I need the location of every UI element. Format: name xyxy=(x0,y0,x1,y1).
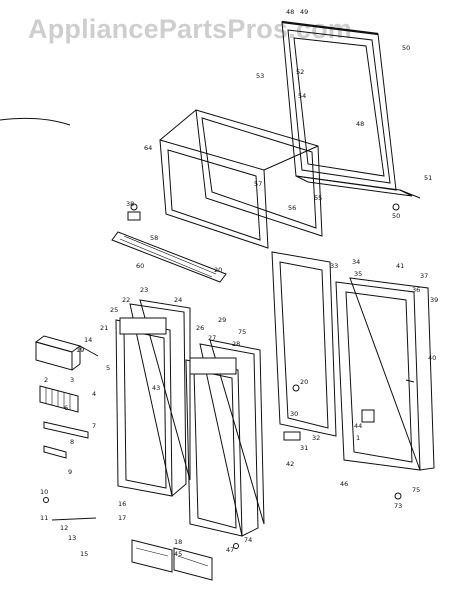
callout: 35 xyxy=(354,270,362,278)
clip-38 xyxy=(127,203,141,221)
callout: 13 xyxy=(68,534,76,542)
callout: 18 xyxy=(174,538,182,546)
small-tray xyxy=(43,445,67,459)
callout: 49 xyxy=(300,8,308,16)
watermark: AppliancePartsPros.com xyxy=(28,14,353,44)
callout: 75 xyxy=(412,486,420,494)
callout: 20 xyxy=(300,378,308,386)
left-freezer-door xyxy=(115,299,191,497)
callout: 37 xyxy=(420,272,428,280)
callout: 23 xyxy=(140,286,148,294)
callout: 17 xyxy=(118,514,126,522)
callout: 31 xyxy=(300,444,308,452)
callout: 22 xyxy=(122,296,130,304)
callout: 53 xyxy=(256,72,264,80)
callout: 5 xyxy=(106,364,110,372)
shelf-rail xyxy=(43,421,89,439)
callout: 29 xyxy=(218,316,226,324)
callout: 12 xyxy=(60,524,68,532)
callout: 39 xyxy=(430,296,438,304)
callout: 64 xyxy=(144,144,152,152)
callout: 36 xyxy=(412,286,420,294)
callout: 32 xyxy=(312,434,320,442)
callout: 43 xyxy=(152,384,160,392)
callout: 27 xyxy=(208,334,216,342)
callout: 2 xyxy=(44,376,48,384)
door-bin-top xyxy=(34,335,82,371)
callout: 19 xyxy=(76,346,84,354)
callout: 14 xyxy=(84,336,92,344)
callout: 15 xyxy=(80,550,88,558)
callout: 45 xyxy=(174,550,182,558)
callout: 54 xyxy=(298,92,306,100)
callout: 55 xyxy=(314,194,322,202)
callout: 25 xyxy=(110,306,118,314)
callout: 42 xyxy=(286,460,294,468)
callout: 4 xyxy=(92,390,96,398)
callout: 57 xyxy=(254,180,262,188)
right-door-panel xyxy=(271,251,337,437)
callout: 30 xyxy=(290,410,298,418)
callout: 26 xyxy=(196,324,204,332)
callout: 8 xyxy=(70,438,74,446)
callout: 28 xyxy=(232,340,240,348)
callout: 74 xyxy=(244,536,252,544)
callout: 3 xyxy=(70,376,74,384)
callout: 51 xyxy=(424,174,432,182)
callout: 24 xyxy=(174,296,182,304)
right-door-outer xyxy=(335,277,435,471)
callout: 1 xyxy=(356,434,360,442)
top-door-frame xyxy=(281,20,421,199)
callout: 44 xyxy=(354,422,362,430)
middle-freezer-door xyxy=(185,339,265,537)
callout: 10 xyxy=(40,488,48,496)
callout: 60 xyxy=(136,262,144,270)
callout: 34 xyxy=(352,258,360,266)
callout: 41 xyxy=(396,262,404,270)
callout: 7 xyxy=(92,422,96,430)
callout: 9 xyxy=(68,468,72,476)
callout: 20 xyxy=(214,266,222,274)
callout: 21 xyxy=(100,324,108,332)
corner-line xyxy=(0,117,71,126)
kick-plate-right xyxy=(173,547,213,581)
callout-labels: 48 49 50 53 52 54 48 51 50 64 57 55 56 5… xyxy=(40,8,438,558)
door-bin-basket xyxy=(39,385,79,413)
callout: 73 xyxy=(394,502,402,510)
callout: 46 xyxy=(340,480,348,488)
callout: 33 xyxy=(330,262,338,270)
callout: 16 xyxy=(118,500,126,508)
breaker-strip xyxy=(111,231,227,283)
kick-plate-left xyxy=(131,539,173,573)
callout: 50 xyxy=(392,212,400,220)
callout: 48 xyxy=(286,8,294,16)
callout: 75 xyxy=(238,328,246,336)
callout: 47 xyxy=(226,546,234,554)
middle-frame xyxy=(159,109,323,249)
callout: 58 xyxy=(150,234,158,242)
hardware xyxy=(43,203,402,549)
callout: 50 xyxy=(402,44,410,52)
callout: 11 xyxy=(40,514,48,522)
callout: 38 xyxy=(126,200,134,208)
callout: 52 xyxy=(296,68,304,76)
callout: 48 xyxy=(356,120,364,128)
callout: 56 xyxy=(288,204,296,212)
callout: 6 xyxy=(64,404,68,412)
callout: 40 xyxy=(428,354,436,362)
